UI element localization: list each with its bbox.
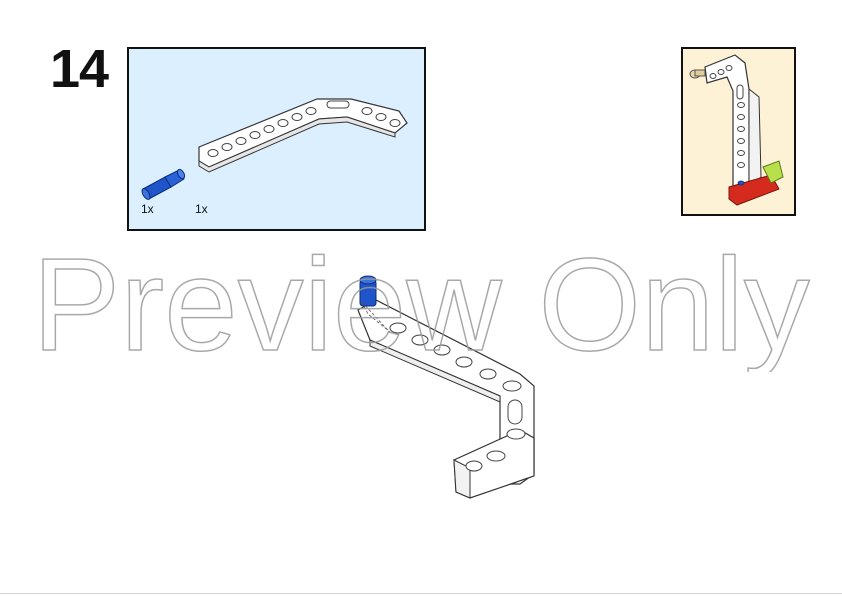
assembly-step-illustration [357,275,535,499]
watermark: Preview Only [31,232,810,372]
part-quantity: 1x [195,202,208,216]
tan-connector-icon [689,69,706,79]
submodel-preview-illustration [689,54,784,206]
white-beam-assembly-icon [704,54,762,194]
page-divider [0,593,842,594]
blue-axle-pin-icon [141,168,186,200]
parts-list-callout: 1x 1x [127,47,426,231]
step-number: 14 [50,39,109,99]
watermark-text: Preview Only [32,232,810,372]
white-bent-liftarm-assembly-icon [357,299,535,499]
parts-list-illustration [141,98,408,200]
blue-axle-pin-inserted-icon [359,275,391,333]
submodel-preview [681,47,796,216]
white-bent-liftarm-icon [198,98,408,173]
red-base-icon [728,160,784,206]
part-quantity: 1x [141,202,154,216]
